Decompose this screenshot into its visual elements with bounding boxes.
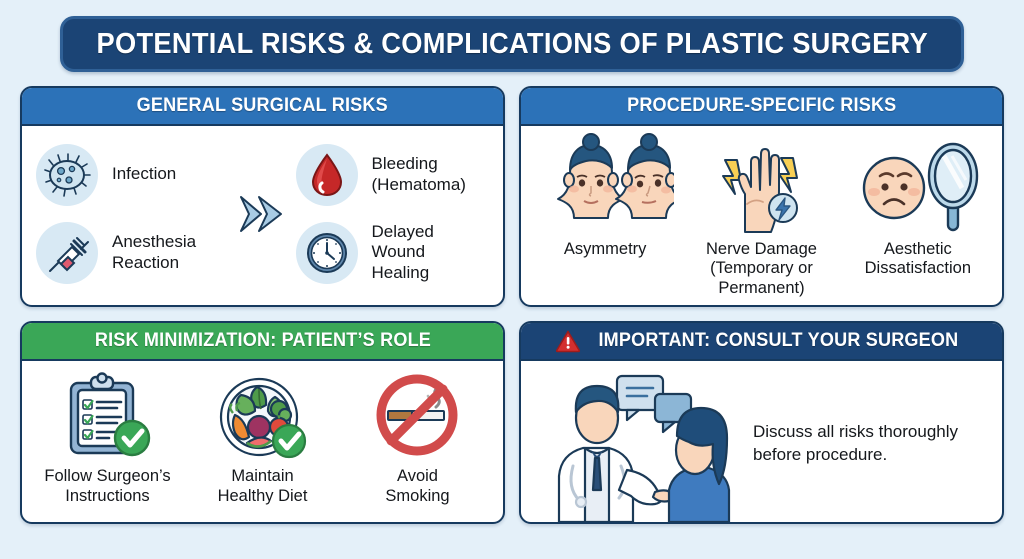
consult-surgeon-text: Discuss all risks thoroughly before proc… [735, 421, 958, 467]
risk-item-infection: Infection [36, 143, 230, 206]
risk-label-delayed-healing-line1: Delayed Wound [371, 221, 434, 262]
caption-line2: Instructions [65, 486, 150, 505]
risk-item-delayed-healing: Delayed Wound Healing [295, 221, 490, 284]
caption-line1: Maintain [231, 467, 294, 485]
caption-line1: Avoid [397, 467, 438, 485]
panel-general-surgical-risks: GENERAL SURGICAL RISKS [20, 86, 505, 307]
no-smoking-icon [370, 369, 466, 461]
risk-label-bleeding-line1: Bleeding [371, 154, 438, 174]
minimization-caption-instructions: Follow Surgeon’s Instructions [44, 467, 170, 507]
panel-grid: GENERAL SURGICAL RISKS [20, 86, 1004, 524]
minimization-caption-avoid-smoking: Avoid Smoking [385, 467, 449, 507]
consult-text-line2: before procedure. [753, 444, 888, 464]
procedure-risk-nerve-damage: Nerve Damage (Temporary or Permanent) [683, 132, 839, 301]
caption-line1: Follow Surgeon’s [44, 467, 171, 485]
panel-consult-surgeon: IMPORTANT: CONSULT YOUR SURGEON [519, 321, 1004, 524]
general-risks-right-column: Bleeding (Hematoma) [295, 143, 490, 284]
panel-title-consult: IMPORTANT: CONSULT YOUR SURGEON [598, 330, 959, 351]
blood-drop-icon [295, 143, 358, 206]
sad-face-mirror-icon [852, 132, 984, 236]
panel-title-general: GENERAL SURGICAL RISKS [136, 95, 389, 116]
risk-label-delayed-healing: Delayed Wound Healing [372, 222, 490, 283]
panel-risk-minimization: RISK MINIMIZATION: PATIENT’S ROLE [20, 321, 505, 524]
risk-label-anesthesia-line1: Anesthesia [112, 232, 197, 252]
procedure-caption-aesthetic: Aesthetic Dissatisfaction [865, 240, 971, 279]
risk-label-bleeding-line2: (Hematoma) [371, 174, 466, 194]
panel-header-consult: IMPORTANT: CONSULT YOUR SURGEON [521, 323, 1002, 361]
minimization-item-instructions: Follow Surgeon’s Instructions [30, 369, 185, 516]
syringe-icon [36, 221, 98, 284]
procedure-caption-asymmetry: Asymmetry [564, 240, 647, 259]
panel-title-procedure: PROCEDURE-SPECIFIC RISKS [626, 95, 897, 116]
minimization-caption-healthy-diet: Maintain Healthy Diet [218, 467, 308, 507]
caption-line1: Nerve Damage [706, 240, 817, 258]
healthy-plate-check-icon [211, 369, 315, 461]
risk-item-anesthesia: Anesthesia Reaction [36, 221, 230, 284]
caption-line2: Smoking [385, 486, 450, 505]
procedure-caption-nerve-damage: Nerve Damage (Temporary or Permanent) [706, 240, 817, 298]
panel-header-risk-minimization: RISK MINIMIZATION: PATIENT’S ROLE [22, 323, 503, 361]
doctor-patient-conversation-icon [535, 365, 735, 522]
minimization-item-healthy-diet: Maintain Healthy Diet [185, 369, 340, 516]
panel-header-procedure: PROCEDURE-SPECIFIC RISKS [521, 88, 1002, 126]
caption-line2: (Temporary or [710, 259, 813, 278]
procedure-risk-asymmetry: Asymmetry [527, 132, 683, 301]
double-chevron-right-icon [230, 191, 296, 237]
panel-procedure-specific-risks: PROCEDURE-SPECIFIC RISKS [519, 86, 1004, 307]
panel-header-general: GENERAL SURGICAL RISKS [22, 88, 503, 126]
caption-line2: Healthy Diet [217, 486, 308, 505]
procedure-risk-aesthetic: Aesthetic Dissatisfaction [840, 132, 996, 301]
risk-label-infection: Infection [112, 164, 177, 184]
two-faces-icon [536, 132, 675, 236]
general-risks-left-column: Infection [36, 143, 230, 284]
consult-text-line1: Discuss all risks thoroughly [753, 421, 959, 441]
panel-title-risk-minimization: RISK MINIMIZATION: PATIENT’S ROLE [94, 330, 431, 351]
risk-label-bleeding: Bleeding (Hematoma) [372, 154, 466, 195]
page-title: POTENTIAL RISKS & COMPLICATIONS OF PLAST… [96, 27, 928, 60]
clipboard-check-icon [57, 369, 159, 461]
warning-triangle-icon [555, 329, 581, 353]
clock-icon [295, 221, 358, 284]
caption-line2: Dissatisfaction [864, 259, 971, 278]
caption-line1: Aesthetic [883, 240, 952, 258]
page-title-bar: POTENTIAL RISKS & COMPLICATIONS OF PLAST… [60, 16, 964, 72]
bacteria-icon [36, 143, 98, 206]
caption-line3: Permanent) [718, 278, 805, 297]
minimization-item-avoid-smoking: Avoid Smoking [340, 369, 495, 516]
hand-lightning-icon [701, 132, 821, 236]
risk-label-anesthesia-line2: Reaction [112, 252, 180, 272]
risk-label-anesthesia: Anesthesia Reaction [112, 232, 196, 273]
risk-label-delayed-healing-line2: Healing [371, 262, 430, 282]
risk-item-bleeding: Bleeding (Hematoma) [295, 143, 490, 206]
caption-line1: Asymmetry [563, 240, 647, 258]
